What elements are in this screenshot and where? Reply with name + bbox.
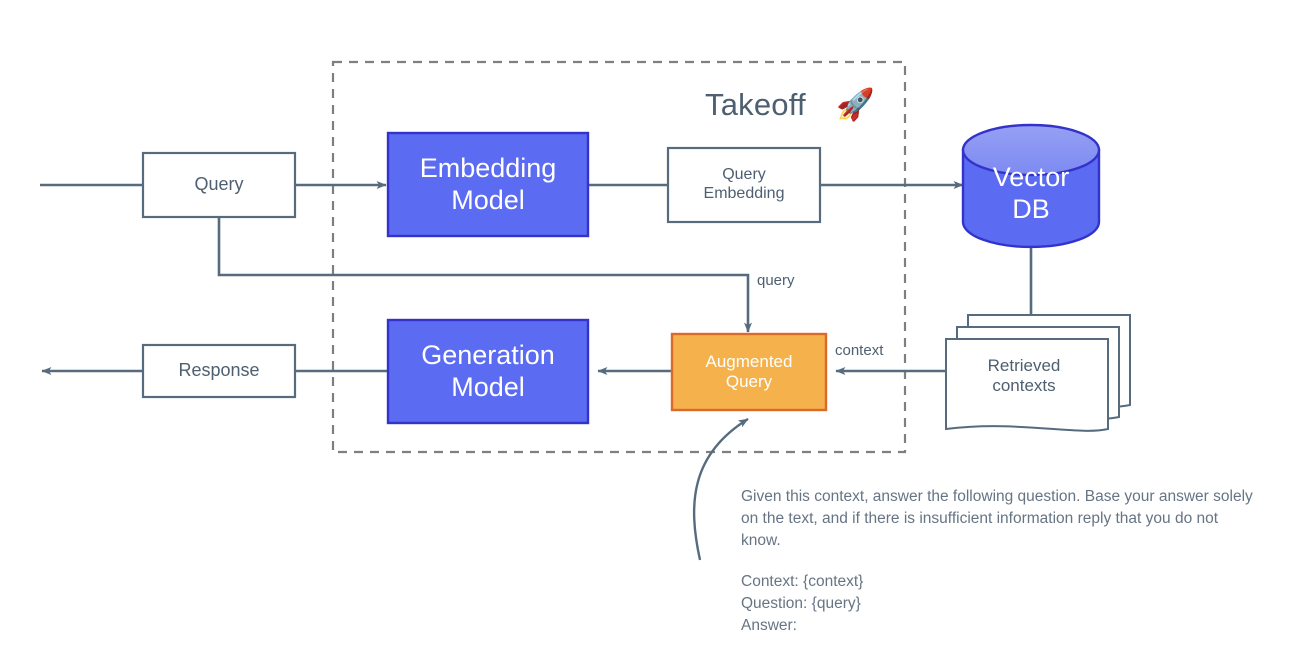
node-vector-db[interactable] [961,123,1101,249]
node-embedding-model[interactable] [386,131,590,238]
node-response[interactable] [141,343,297,399]
prompt-template-answer-line: Answer: [741,617,797,634]
node-generation-model[interactable] [386,318,590,425]
node-query-embedding[interactable] [666,146,822,224]
prompt-template-paragraph: Given this context, answer the following… [741,488,1258,549]
edge-query-branch-to-augmented-query [217,217,752,333]
edge-label-context: context [835,342,884,359]
prompt-template-context-line: Context: {context} [741,573,864,590]
rocket-icon: 🚀 [836,87,875,122]
node-augmented-query[interactable] [670,332,828,412]
edge-prompt-template-to-augmented-query [692,417,749,561]
prompt-template-question-line: Question: {query} [741,595,861,612]
page-title: Takeoff [705,87,806,122]
node-query[interactable] [141,151,297,219]
takeoff-boundary [331,60,907,454]
edge-label-query: query [757,272,795,289]
node-retrieved-contexts[interactable] [945,314,1131,432]
